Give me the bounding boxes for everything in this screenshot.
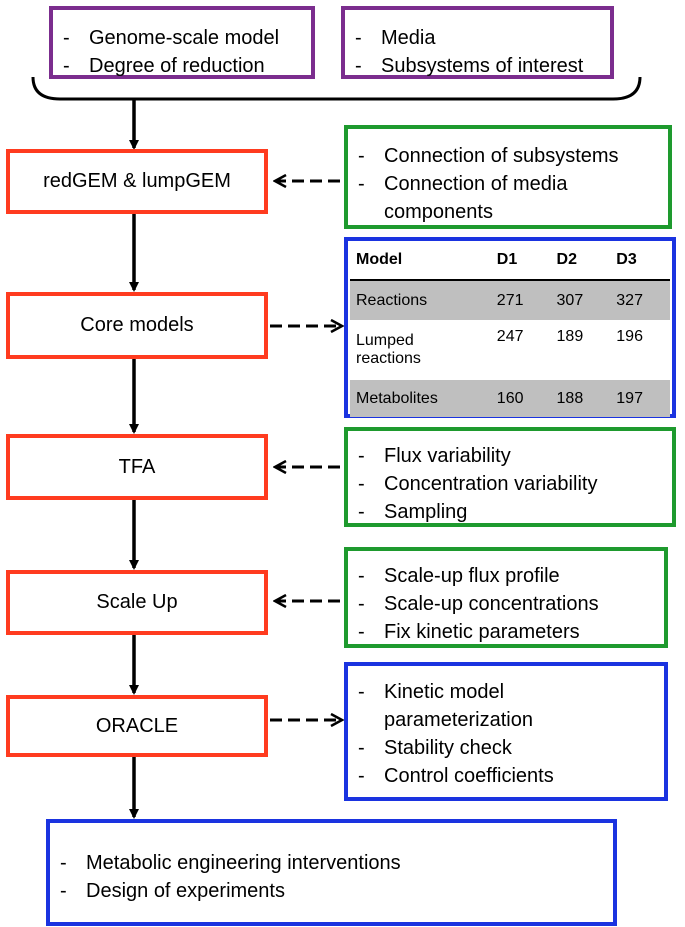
table-cell: 196 bbox=[616, 328, 643, 345]
table-cell: 307 bbox=[550, 280, 611, 320]
table-cell: 197 bbox=[610, 380, 670, 417]
output-item: Metabolic engineering interventions bbox=[50, 849, 613, 877]
input-item: Media bbox=[345, 24, 610, 52]
step-label: Core models bbox=[80, 314, 194, 336]
note-item: Fix kinetic parameters bbox=[348, 618, 664, 646]
table-header: Model bbox=[350, 241, 491, 281]
note-item: Flux variability bbox=[348, 442, 672, 470]
table-header: D1 bbox=[490, 241, 551, 281]
output-item: Design of experiments bbox=[50, 877, 613, 905]
output-box: Metabolic engineering interventions Desi… bbox=[46, 819, 617, 926]
table-row: Reactions 271 307 327 bbox=[350, 280, 670, 320]
note-item: Connection of subsystems bbox=[348, 142, 668, 170]
table-row: Metabolites 160 188 197 bbox=[350, 380, 670, 417]
note-scale-up: Scale-up flux profile Scale-up concentra… bbox=[344, 547, 668, 648]
core-model-table: Model D1 D2 D3 Reactions 271 307 327 Lum… bbox=[344, 237, 676, 418]
note-item: Control coefficients bbox=[348, 762, 640, 790]
note-item: Concentration variability bbox=[348, 470, 672, 498]
input-item: Genome-scale model bbox=[53, 24, 311, 52]
input-box-media: Media Subsystems of interest bbox=[341, 6, 614, 80]
note-item: Scale-up concentrations bbox=[348, 590, 664, 618]
step-label: redGEM & lumpGEM bbox=[43, 170, 231, 192]
note-item: Scale-up flux profile bbox=[348, 562, 664, 590]
input-item: Degree of reduction bbox=[53, 52, 311, 80]
step-redgem: redGEM & lumpGEM bbox=[6, 149, 268, 214]
note-item: Connection of media components bbox=[348, 170, 668, 226]
step-label: ORACLE bbox=[95, 714, 179, 737]
note-redgem: Connection of subsystems Connection of m… bbox=[344, 125, 672, 229]
input-box-model: Genome-scale model Degree of reduction bbox=[49, 6, 315, 80]
note-item: Sampling bbox=[348, 498, 672, 526]
table-row-label: Metabolites bbox=[350, 380, 491, 417]
table-cell: 188 bbox=[550, 380, 611, 417]
table-header: D2 bbox=[550, 241, 611, 281]
table-cell: 247 bbox=[496, 328, 524, 345]
note-item: Kinetic model parameterization bbox=[348, 678, 640, 734]
table-cell: 327 bbox=[610, 280, 670, 320]
step-scale-up: Scale Up bbox=[6, 570, 268, 635]
table-row-label: Reactions bbox=[350, 280, 491, 320]
note-item: Stability check bbox=[348, 734, 640, 762]
table-cell: 160 bbox=[490, 380, 551, 417]
note-tfa: Flux variability Concentration variabili… bbox=[344, 427, 676, 527]
step-label: TFA bbox=[118, 455, 156, 478]
table-row: Lumped reactions 247 189 196 bbox=[350, 320, 670, 380]
table-header: D3 bbox=[610, 241, 670, 281]
table-cell: 189 bbox=[556, 328, 584, 345]
table-cell: 271 bbox=[490, 280, 551, 320]
step-tfa: TFA bbox=[6, 434, 268, 500]
input-brace bbox=[31, 76, 642, 101]
step-label: Scale Up bbox=[96, 591, 178, 613]
input-item: Subsystems of interest bbox=[345, 52, 610, 80]
table-row-label: Lumped reactions bbox=[356, 332, 421, 367]
note-oracle: Kinetic model parameterization Stability… bbox=[344, 662, 668, 801]
step-oracle: ORACLE bbox=[6, 695, 268, 757]
step-core-models: Core models bbox=[6, 292, 268, 359]
